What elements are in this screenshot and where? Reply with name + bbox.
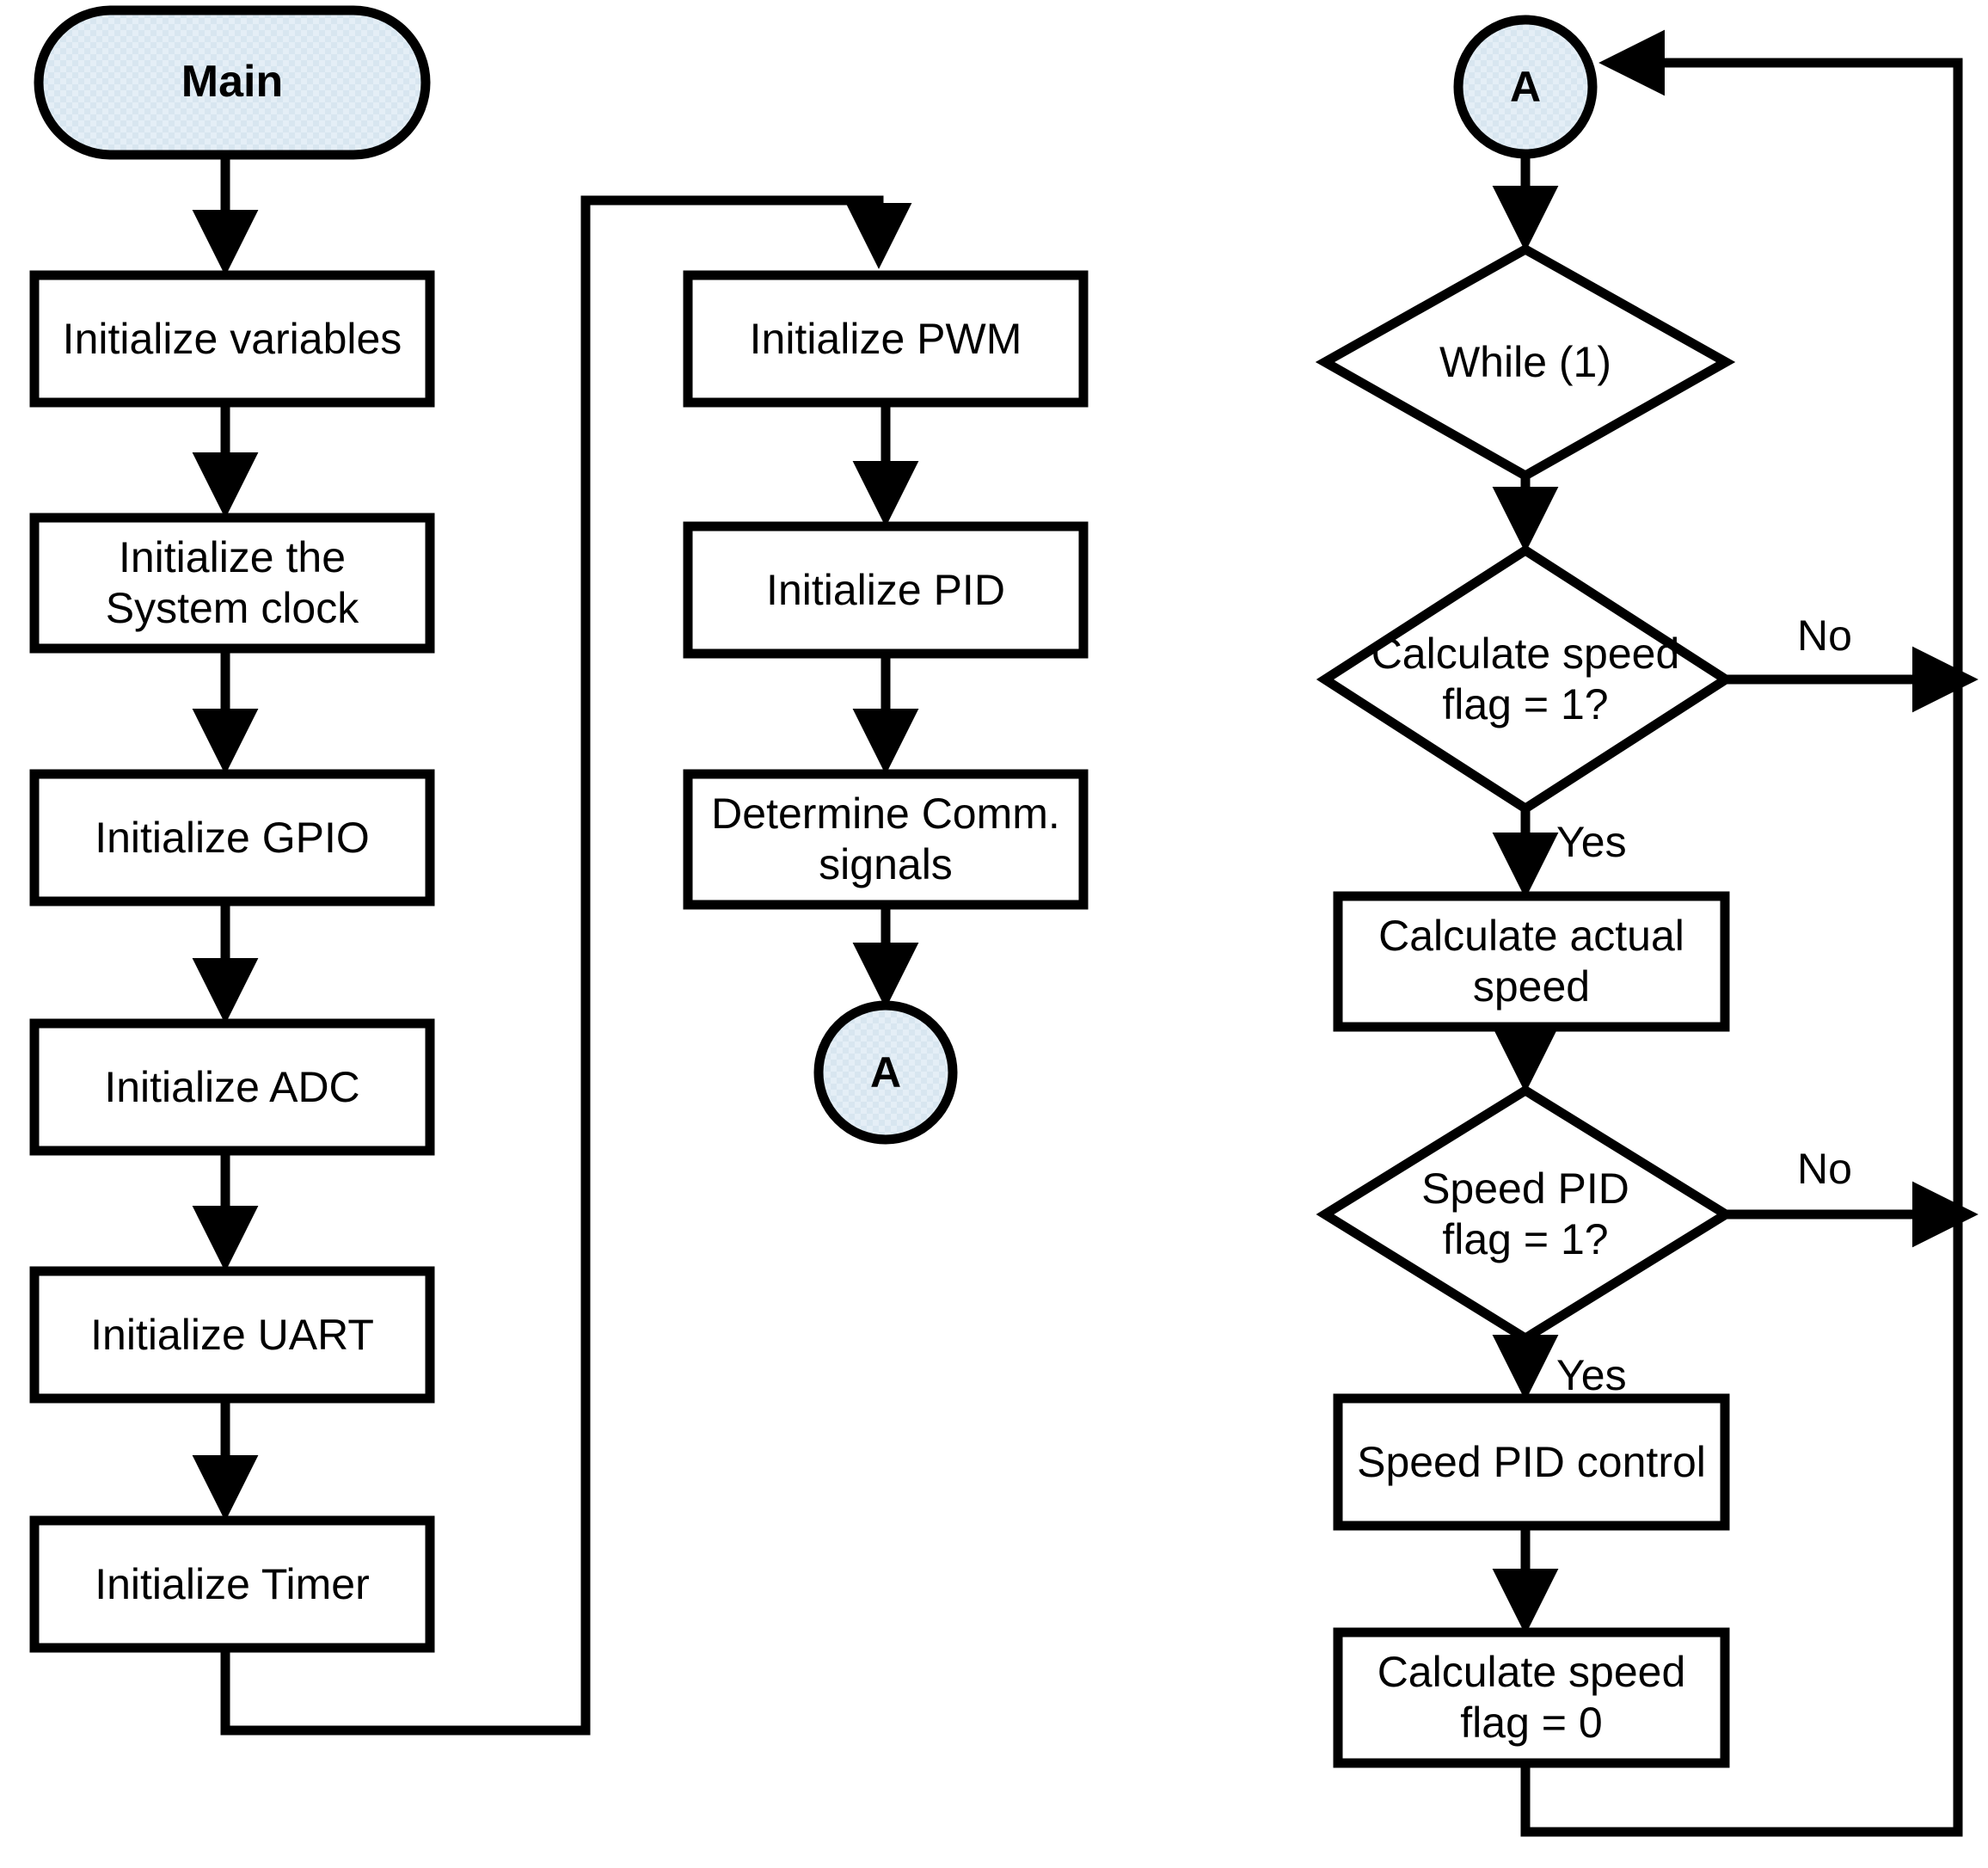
node-pid-control-shape <box>1333 1393 1730 1531</box>
edge-label-calcflag-no: No <box>1797 611 1852 660</box>
edge-label-pidflag-no: No <box>1797 1145 1852 1193</box>
edge-label-pidflag-yes: Yes <box>1556 1351 1627 1399</box>
edge-label-calcflag-yes: Yes <box>1556 818 1627 866</box>
node-init-clock-shape <box>29 513 435 654</box>
node-pid-flag-dec-shape <box>1316 1085 1735 1344</box>
node-while-1-shape <box>1315 243 1736 482</box>
node-init-pid-shape <box>683 521 1089 659</box>
node-init-gpio-shape <box>29 769 435 906</box>
node-init-adc-shape <box>29 1018 435 1156</box>
node-conn-a-in-shape <box>1453 15 1598 159</box>
node-main-shape <box>34 5 431 160</box>
node-init-pwm-shape <box>683 270 1089 408</box>
node-init-vars-shape <box>29 270 435 408</box>
node-clear-flag-shape <box>1333 1627 1730 1768</box>
node-calc-actual-shape <box>1333 891 1730 1032</box>
edge-timer-to-pwm <box>220 195 912 1736</box>
edge-loop-return <box>1520 29 1963 1837</box>
node-init-timer-shape <box>29 1515 435 1653</box>
node-calc-flag-dec-shape <box>1316 544 1735 814</box>
node-conn-a-out-shape <box>813 1000 958 1145</box>
node-init-uart-shape <box>29 1266 435 1404</box>
node-det-comm-shape <box>683 769 1089 910</box>
